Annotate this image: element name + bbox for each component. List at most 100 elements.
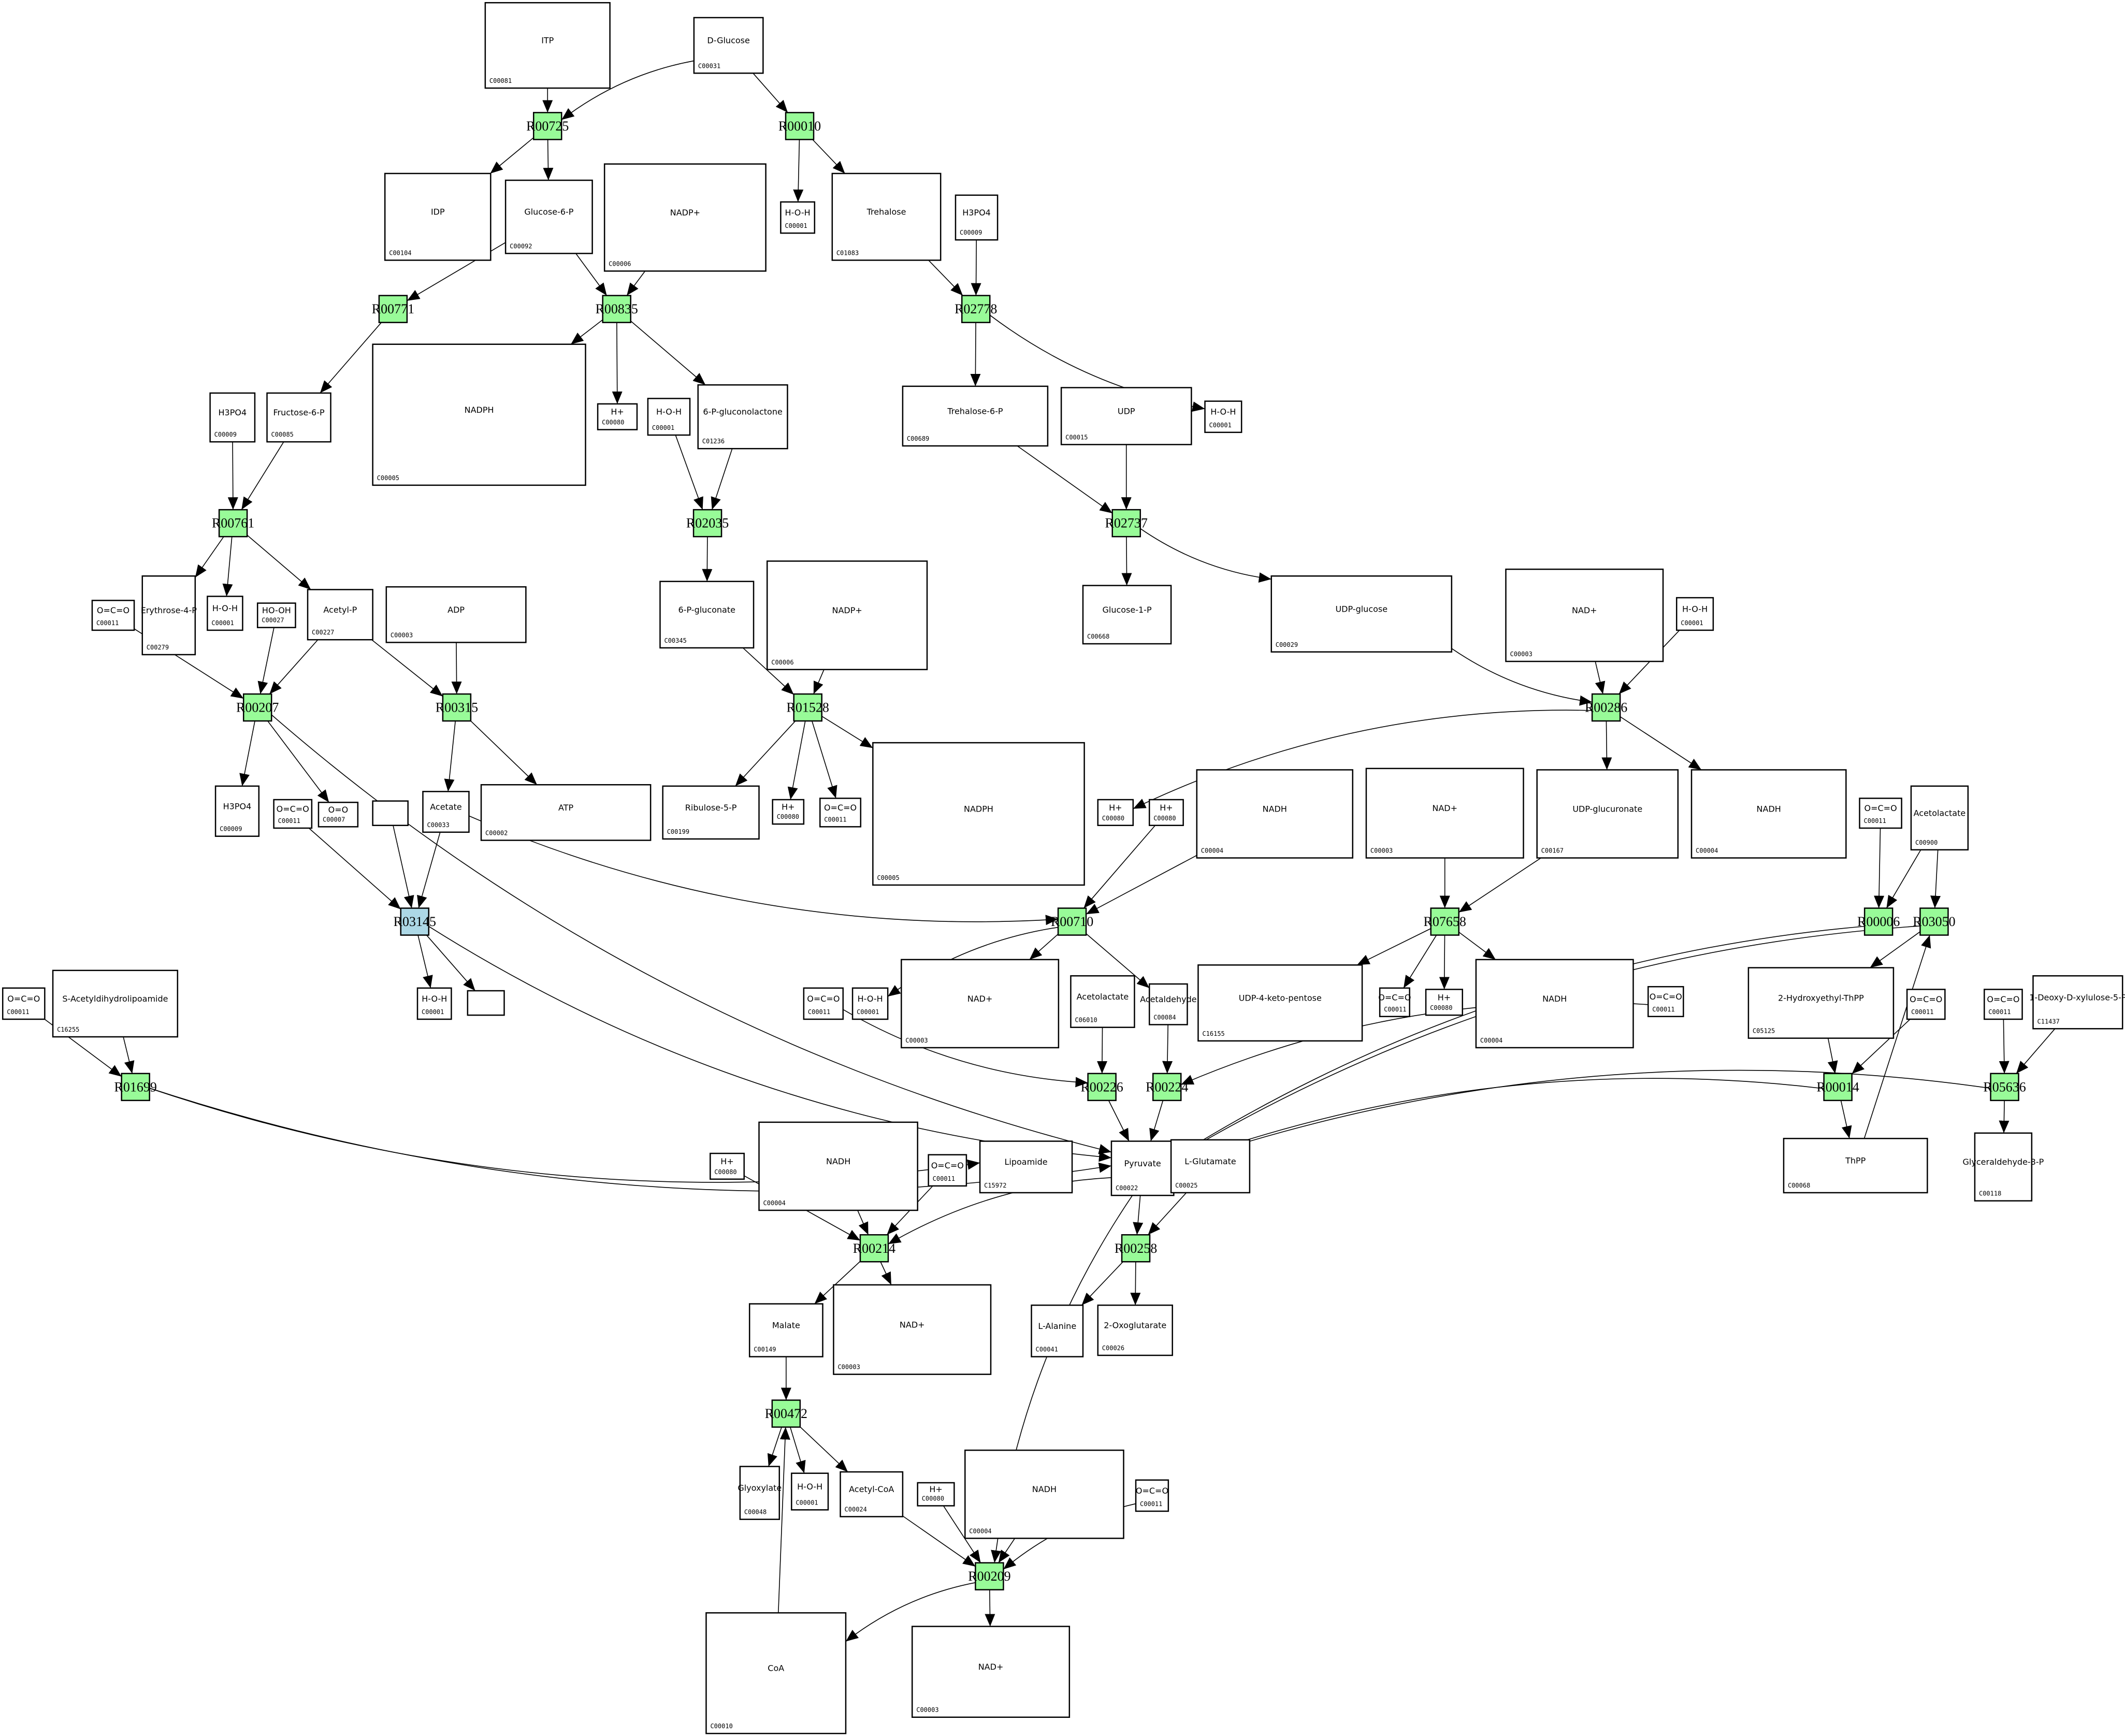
compound-node-c00003[interactable]: NAD+C00003 [1505, 568, 1664, 662]
compound-box[interactable] [911, 1626, 1071, 1718]
compound-node-c00080[interactable]: H+C00080 [597, 403, 638, 430]
reaction-node-r01699[interactable]: R01699 [114, 1073, 157, 1102]
compound-box[interactable] [1196, 769, 1354, 859]
compound-box[interactable] [955, 194, 999, 241]
reaction-node-r00472[interactable]: R00472 [765, 1399, 807, 1428]
compound-box[interactable] [697, 384, 788, 450]
compound-box[interactable] [1475, 959, 1634, 1049]
compound-box[interactable] [772, 799, 805, 825]
reaction-box[interactable] [442, 693, 472, 722]
compound-box[interactable] [1974, 1132, 2033, 1202]
compound-node-c00080[interactable]: H+C00080 [917, 1482, 955, 1507]
compound-box[interactable] [739, 1466, 780, 1520]
compound-box[interactable] [385, 586, 527, 643]
reaction-node-r00286[interactable]: R00286 [1585, 693, 1627, 722]
reaction-node-r00014[interactable]: R00014 [1816, 1073, 1859, 1102]
compound-box[interactable] [141, 575, 196, 656]
compound-box[interactable] [1031, 1304, 1084, 1357]
compound-box[interactable] [1097, 799, 1134, 827]
compound-box[interactable] [1783, 1138, 1928, 1194]
compound-node-c00003[interactable]: NAD+C00003 [911, 1626, 1071, 1718]
compound-box[interactable] [758, 1121, 918, 1211]
reaction-box[interactable] [533, 112, 562, 140]
compound-box[interactable] [1425, 989, 1463, 1016]
reaction-box[interactable] [1057, 907, 1087, 936]
compound-box[interactable] [872, 742, 1085, 886]
compound-node-empty[interactable] [467, 990, 505, 1016]
reaction-box[interactable] [602, 295, 631, 323]
compound-box[interactable] [1984, 989, 2023, 1020]
compound-node-c00080[interactable]: H+C00080 [710, 1152, 745, 1180]
compound-node-c00080[interactable]: H+C00080 [1425, 989, 1463, 1016]
reaction-node-r00710[interactable]: R00710 [1051, 907, 1093, 936]
compound-box[interactable] [1110, 1140, 1175, 1196]
reaction-node-r01528[interactable]: R01528 [787, 693, 829, 722]
reaction-node-r00315[interactable]: R00315 [436, 693, 478, 722]
compound-box[interactable] [1197, 964, 1363, 1042]
reaction-box[interactable] [1919, 907, 1949, 936]
compound-box[interactable] [1536, 769, 1679, 859]
compound-box[interactable] [1060, 387, 1192, 445]
compound-node-c00003[interactable]: NAD+C00003 [833, 1284, 992, 1375]
compound-box[interactable] [833, 1284, 992, 1375]
compound-box[interactable] [207, 596, 243, 631]
compound-box[interactable] [256, 602, 296, 628]
reaction-box[interactable] [1430, 907, 1459, 936]
compound-box[interactable] [1097, 1304, 1173, 1356]
reaction-box[interactable] [1152, 1073, 1182, 1102]
reaction-box[interactable] [1863, 907, 1893, 936]
compound-box[interactable] [214, 785, 260, 837]
reaction-node-r02737[interactable]: R02737 [1105, 509, 1148, 538]
reaction-node-r00771[interactable]: R00771 [372, 295, 414, 323]
compound-box[interactable] [307, 589, 373, 641]
compound-node-c00006[interactable]: NADP+C00006 [603, 163, 767, 272]
compound-box[interactable] [416, 987, 452, 1020]
compound-box[interactable] [1675, 597, 1714, 631]
compound-box[interactable] [1906, 989, 1946, 1020]
reaction-box[interactable] [1823, 1073, 1853, 1102]
reaction-box[interactable] [771, 1399, 801, 1428]
compound-box[interactable] [52, 970, 179, 1038]
compound-box[interactable] [705, 1612, 847, 1734]
reaction-box[interactable] [859, 1234, 889, 1263]
reaction-box[interactable] [692, 509, 722, 538]
compound-box[interactable] [819, 798, 862, 828]
reaction-node-r02035[interactable]: R02035 [686, 509, 729, 538]
reaction-node-r03050[interactable]: R03050 [1913, 907, 1956, 936]
compound-box[interactable] [1859, 798, 1902, 829]
reaction-node-r00214[interactable]: R00214 [853, 1234, 895, 1263]
reaction-node-r00209[interactable]: R00209 [968, 1562, 1011, 1590]
reaction-node-r05636[interactable]: R05636 [1983, 1073, 2026, 1102]
reaction-node-r02778[interactable]: R02778 [955, 295, 997, 323]
compound-box[interactable] [748, 1303, 823, 1357]
reaction-box[interactable] [1111, 509, 1141, 538]
compound-box[interactable] [1170, 1139, 1251, 1194]
compound-box[interactable] [1148, 983, 1188, 1025]
compound-box[interactable] [659, 581, 755, 649]
